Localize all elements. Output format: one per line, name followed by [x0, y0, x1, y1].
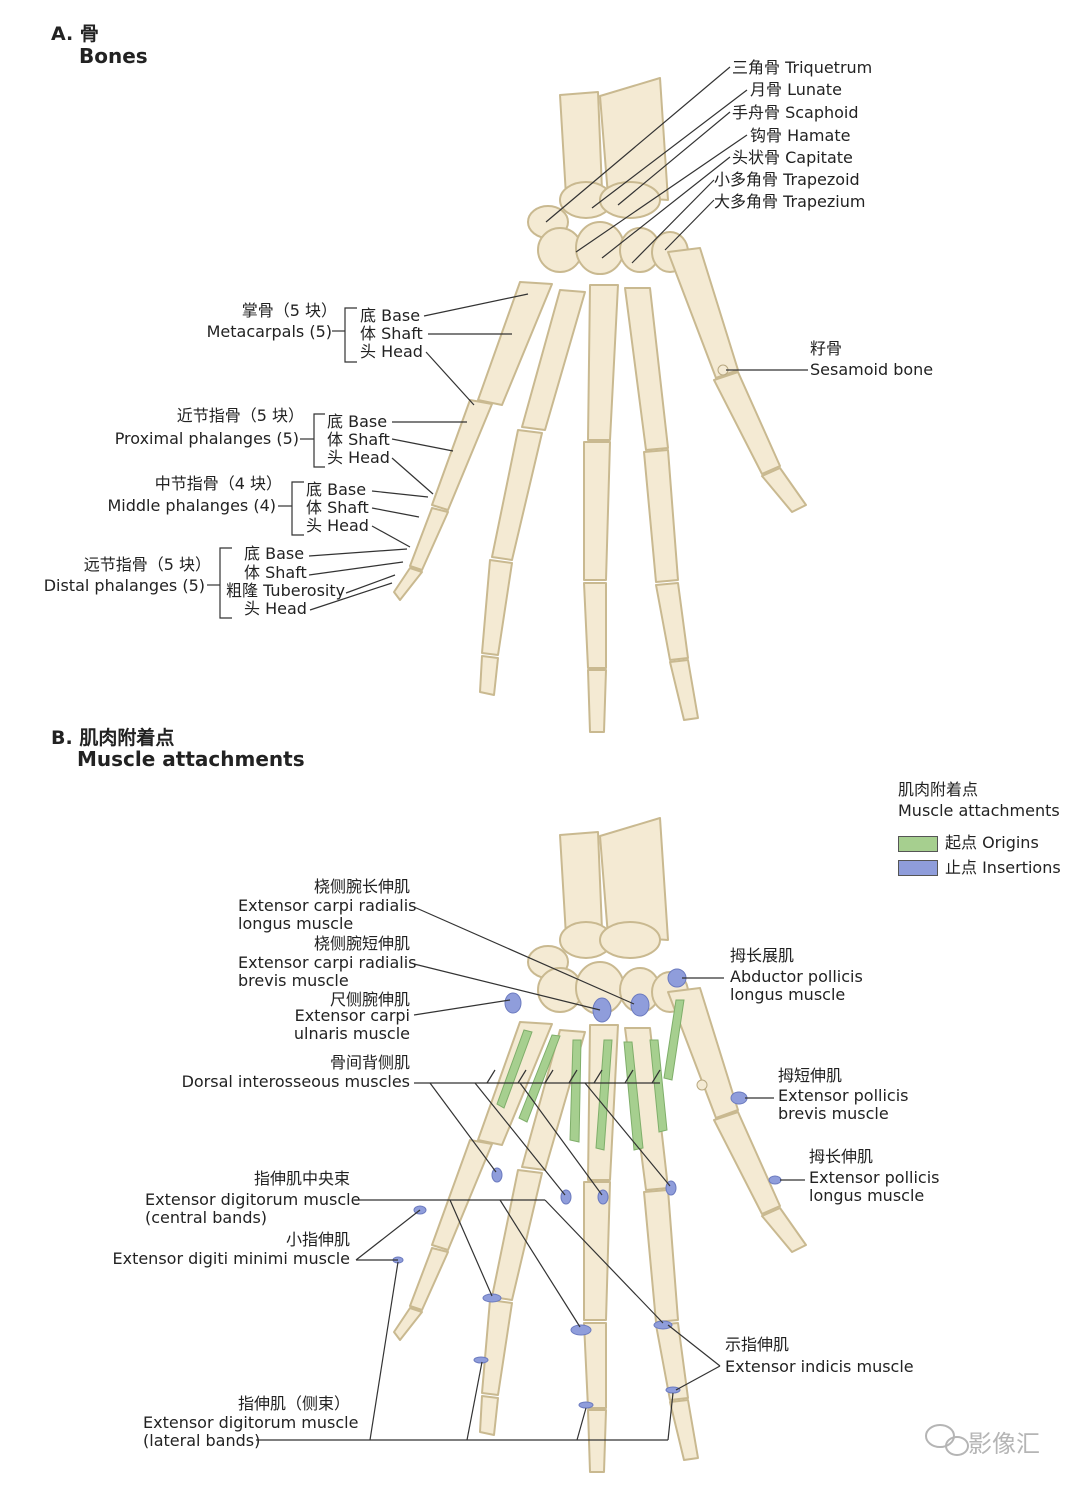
label-epl-cn: 拇长伸肌 — [809, 1147, 874, 1166]
label-ecrl-cn: 桡侧腕长伸肌 — [313, 877, 410, 896]
label-distal-head: 头 Head — [244, 599, 307, 618]
label-scaphoid: 手舟骨 Scaphoid — [732, 103, 859, 122]
sesamoid-bone-b — [696, 1079, 708, 1091]
origin-markers — [496, 999, 685, 1151]
label-edm-cn: 小指伸肌 — [285, 1230, 350, 1249]
label-capitate: 头状骨 Capitate — [732, 148, 853, 167]
label-proximal-shaft: 体 Shaft — [327, 430, 390, 449]
label-proximal-base: 底 Base — [327, 412, 388, 431]
label-apl-cn: 拇长展肌 — [730, 946, 795, 965]
watermark-text: 影像汇 — [968, 1430, 1040, 1458]
label-triquetrum: 三角骨 Triquetrum — [732, 58, 873, 77]
legend-title-cn: 肌肉附着点 — [898, 780, 979, 799]
label-distal-en: Distal phalanges (5) — [43, 576, 205, 595]
label-edc-central-en-1: Extensor digitorum muscle — [145, 1190, 361, 1209]
label-ecrl-en-2: longus muscle — [238, 914, 354, 933]
legend-origin-swatch — [898, 836, 938, 852]
label-epb-en-1: Extensor pollicis — [778, 1086, 909, 1105]
label-proximal-head: 头 Head — [327, 448, 390, 467]
label-ecrb-en-1: Extensor carpi radialis — [238, 953, 417, 972]
label-middle-cn: 中节指骨（4 块） — [154, 474, 282, 493]
label-distal-base: 底 Base — [244, 544, 305, 563]
section-b-label-cn: B. 肌肉附着点 — [51, 727, 175, 749]
label-lunate: 月骨 Lunate — [750, 80, 842, 99]
section-a-label-cn: A. 骨 — [51, 23, 99, 45]
label-metacarpal-shaft: 体 Shaft — [360, 324, 423, 343]
label-apl-en-2: longus muscle — [730, 985, 846, 1004]
label-middle-shaft: 体 Shaft — [306, 498, 369, 517]
label-sesamoid-cn: 籽骨 — [810, 339, 843, 358]
label-ecu-cn: 尺侧腕伸肌 — [329, 990, 410, 1009]
label-ei-en: Extensor indicis muscle — [725, 1357, 914, 1376]
label-edc-lateral-cn: 指伸肌（侧束） — [237, 1394, 350, 1413]
label-epl-en-2: longus muscle — [809, 1186, 925, 1205]
label-dorsal-cn: 骨间背侧肌 — [329, 1053, 410, 1072]
label-metacarpal-head: 头 Head — [360, 342, 423, 361]
legend-insertions: 止点 Insertions — [945, 858, 1061, 877]
legend-insertion-swatch — [898, 860, 938, 876]
label-ecrb-en-2: brevis muscle — [238, 971, 349, 990]
leader-lines-b — [256, 906, 805, 1441]
label-apl-en-1: Abductor pollicis — [730, 967, 863, 986]
label-ecrb-cn: 桡侧腕短伸肌 — [313, 934, 410, 953]
legend-origins: 起点 Origins — [945, 833, 1039, 852]
label-proximal-en: Proximal phalanges (5) — [114, 429, 299, 448]
label-edc-lateral-en-1: Extensor digitorum muscle — [143, 1413, 359, 1432]
label-epb-en-2: brevis muscle — [778, 1104, 889, 1123]
label-middle-en: Middle phalanges (4) — [107, 496, 276, 515]
label-ecrl-en-1: Extensor carpi radialis — [238, 896, 417, 915]
label-dorsal-en: Dorsal interosseous muscles — [181, 1072, 410, 1091]
label-metacarpals-en: Metacarpals (5) — [206, 322, 332, 341]
label-trapezium: 大多角骨 Trapezium — [714, 192, 866, 211]
label-sesamoid-en: Sesamoid bone — [810, 360, 934, 379]
wechat-watermark-icon — [925, 1424, 969, 1456]
label-epb-cn: 拇短伸肌 — [778, 1066, 843, 1085]
label-metacarpals-cn: 掌骨（5 块） — [241, 301, 337, 320]
label-proximal-cn: 近节指骨（5 块） — [176, 406, 304, 425]
section-b-label-en: Muscle attachments — [77, 747, 305, 771]
label-distal-tuberosity: 粗隆 Tuberosity — [226, 581, 346, 600]
label-distal-shaft: 体 Shaft — [244, 563, 307, 582]
label-middle-base: 底 Base — [306, 480, 367, 499]
label-ecu-en-1: Extensor carpi — [294, 1006, 410, 1025]
leader-lines-a — [207, 66, 808, 619]
label-hamate: 钩骨 Hamate — [750, 126, 851, 145]
label-ei-cn: 示指伸肌 — [725, 1335, 790, 1354]
label-metacarpal-base: 底 Base — [360, 306, 421, 325]
label-ecu-en-2: ulnaris muscle — [293, 1024, 410, 1043]
label-distal-cn: 远节指骨（5 块） — [83, 555, 211, 574]
label-trapezoid: 小多角骨 Trapezoid — [714, 170, 860, 189]
label-epl-en-1: Extensor pollicis — [809, 1168, 940, 1187]
label-middle-head: 头 Head — [306, 516, 369, 535]
label-edm-en: Extensor digiti minimi muscle — [112, 1249, 350, 1268]
section-a-label-en: Bones — [79, 44, 148, 68]
label-edc-lateral-en-2: (lateral bands) — [143, 1431, 261, 1450]
label-edc-central-cn: 指伸肌中央束 — [253, 1169, 350, 1188]
legend-title-en: Muscle attachments — [898, 801, 1060, 820]
label-edc-central-en-2: (central bands) — [145, 1208, 268, 1227]
